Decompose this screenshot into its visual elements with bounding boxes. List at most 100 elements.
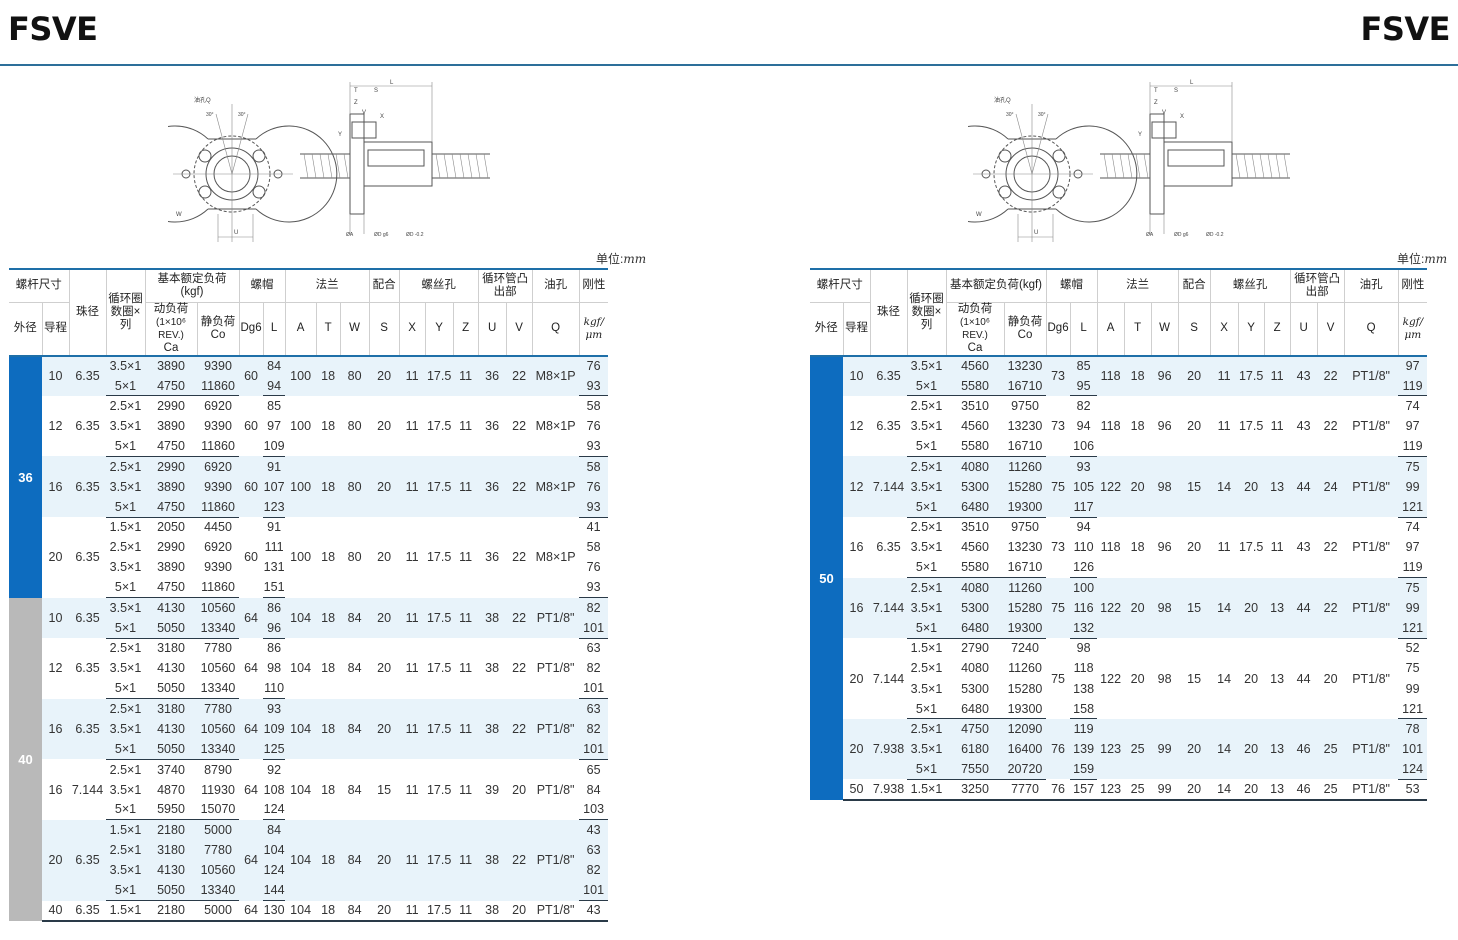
th-stiffness: 刚性 xyxy=(579,269,609,303)
bolt-z-cell: 11 xyxy=(453,456,479,517)
th-w: W xyxy=(1151,302,1179,356)
unit-note-left: 单位:mm xyxy=(596,250,646,267)
length-cell: 107 xyxy=(263,476,286,497)
dynamic-load-cell: 4560 xyxy=(961,419,989,434)
th-circuits: 循环圈数圈×列 xyxy=(907,269,947,356)
tube-v-cell: 22 xyxy=(506,597,533,639)
stiffness-cell: 93 xyxy=(579,436,609,457)
bolt-y-cell: 17.5 xyxy=(425,900,454,922)
length-cell: 110 xyxy=(1073,540,1094,555)
lead-cell: 20 xyxy=(849,671,864,686)
bolt-y-cell: 20 xyxy=(1238,577,1265,639)
bolt-z-cell: 11 xyxy=(453,819,479,901)
dg6-cell: 73 xyxy=(1046,355,1071,396)
dynamic-load-cell: 3740 xyxy=(157,762,185,777)
static-load-cell: 10560 xyxy=(197,597,239,618)
circuits-cell: 2.5×1 xyxy=(910,661,943,676)
length-cell: 138 xyxy=(1073,681,1095,696)
dynamic-load-cell: 5300 xyxy=(946,476,1004,497)
th-stiff-unit: kgf/μm xyxy=(1398,302,1427,356)
length-cell: 109 xyxy=(263,436,286,457)
circuits-cell: 2.5×1 xyxy=(910,399,943,414)
unit-value: mm xyxy=(623,252,647,266)
dynamic-load-cell: 3890 xyxy=(145,355,197,376)
bolt-z-cell: 13 xyxy=(1264,718,1291,780)
lead-cell: 16 xyxy=(48,782,63,797)
oil-q-cell: M8×1P xyxy=(532,456,580,517)
spec-table-right: 螺杆尺寸 珠径 循环圈数圈×列 基本额定负荷(kgf) 螺帽 法兰 配合 螺丝孔… xyxy=(810,268,1428,801)
fit-s-cell: 20 xyxy=(377,419,392,434)
stiffness-cell: 43 xyxy=(579,819,609,840)
th-z: Z xyxy=(453,302,479,356)
angle-label-left: 30° xyxy=(206,112,214,118)
flange-w-cell: 96 xyxy=(1157,419,1172,434)
outer-diameter-cell: 40 xyxy=(9,597,42,921)
circuits-cell: 2.5×1 xyxy=(910,520,943,535)
stiffness-cell: 99 xyxy=(1405,681,1420,696)
oil-q-cell: PT1/8" xyxy=(532,698,580,760)
bolt-y-cell: 20 xyxy=(1238,718,1265,780)
static-load-cell: 16710 xyxy=(1004,557,1046,579)
th-v: V xyxy=(506,302,533,356)
dynamic-load-cell: 7550 xyxy=(946,759,1004,780)
static-load-cell: 13340 xyxy=(197,880,239,902)
lead-cell: 20 xyxy=(42,819,69,901)
bolt-x-cell: 11 xyxy=(1210,355,1239,396)
dg6-cell: 73 xyxy=(1051,540,1065,555)
length-cell: 125 xyxy=(263,739,286,760)
th-lead: 导程 xyxy=(42,302,70,356)
th-lead: 导程 xyxy=(843,302,871,356)
circuits-cell: 5×1 xyxy=(106,436,145,457)
th-a: A xyxy=(1097,302,1125,356)
oil-q-cell: PT1/8" xyxy=(1344,779,1399,801)
tube-v-cell: 22 xyxy=(1323,419,1338,434)
tube-u-cell: 36 xyxy=(485,419,500,434)
bead-cell: 7.144 xyxy=(870,456,907,517)
flange-t-cell: 20 xyxy=(1124,577,1152,639)
fit-s-cell: 20 xyxy=(377,550,392,565)
stiff-unit: kgf/μm xyxy=(583,315,605,341)
fit-s-cell: 20 xyxy=(369,597,400,639)
length-cell: 126 xyxy=(1070,557,1098,579)
tube-u-cell: 43 xyxy=(1296,540,1311,555)
oil-hole-label: 油孔Q xyxy=(194,96,211,104)
bolt-y-cell: 17.5 xyxy=(425,456,454,517)
bolt-y-cell: 17.5 xyxy=(426,419,452,434)
fit-s-cell: 20 xyxy=(369,698,400,760)
static-load-cell: 16710 xyxy=(1004,375,1046,397)
dynamic-load-cell: 3890 xyxy=(157,560,185,575)
dynamic-load-cell: 4080 xyxy=(961,661,989,676)
flange-w-cell: 98 xyxy=(1151,456,1179,517)
length-cell: 93 xyxy=(263,698,286,719)
dynamic-load-cell: 4750 xyxy=(145,436,197,457)
stiffness-cell: 101 xyxy=(579,678,609,700)
tube-v-cell: 22 xyxy=(506,355,533,396)
bolt-x-cell: 11 xyxy=(1217,419,1231,434)
static-load-cell: 5000 xyxy=(197,900,239,922)
tube-v-cell: 22 xyxy=(512,419,527,434)
tube-v-cell: 20 xyxy=(506,900,533,922)
tube-v-cell: 22 xyxy=(506,698,533,760)
length-cell: 86 xyxy=(263,597,286,618)
bolt-z-cell: 13 xyxy=(1270,671,1285,686)
bead-cell: 6.35 xyxy=(870,355,907,396)
length-cell: 96 xyxy=(263,617,286,639)
tol-label: ØD -0.2 xyxy=(406,232,424,238)
th-tube: 循环管凸出部 xyxy=(1290,269,1345,303)
length-cell: 157 xyxy=(1070,779,1098,801)
circuits-cell: 2.5×1 xyxy=(109,399,142,414)
length-cell: 86 xyxy=(267,641,282,656)
flange-a-cell: 104 xyxy=(290,661,312,676)
bead-cell: 6.35 xyxy=(69,355,106,396)
bolt-y-cell: 17.5 xyxy=(425,698,454,760)
dynamic-load-cell: 5050 xyxy=(145,678,197,700)
